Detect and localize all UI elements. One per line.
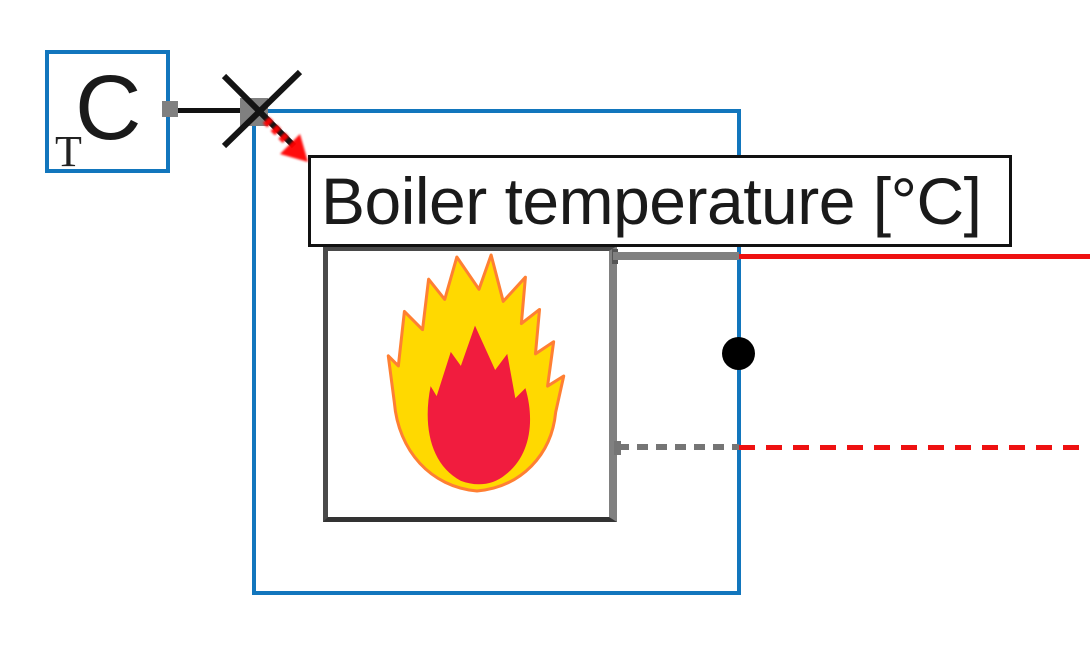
sensor-letter: C: [75, 57, 142, 159]
flame-icon: [386, 253, 566, 493]
connect-arrow-icon: [262, 116, 308, 162]
connection-wire[interactable]: [168, 108, 256, 113]
connection-dot[interactable]: [722, 337, 755, 370]
boiler-temperature-label[interactable]: Boiler temperature [°C]: [308, 155, 1012, 247]
sensor-subscript: T: [55, 127, 82, 176]
temperature-sensor-block[interactable]: T C: [45, 50, 170, 176]
cross-marker-icon[interactable]: [216, 66, 308, 158]
sensor-output-port[interactable]: [162, 101, 178, 117]
boiler-component[interactable]: [323, 246, 617, 522]
boiler-bottom-connector-stub: [614, 441, 621, 455]
status-signal-line-dashed[interactable]: [739, 445, 1090, 450]
boiler-top-connector[interactable]: [613, 252, 739, 260]
boiler-bottom-connector[interactable]: [618, 444, 739, 450]
boiler-temperature-label-text: Boiler temperature [°C]: [321, 164, 982, 238]
temperature-signal-line[interactable]: [739, 254, 1090, 259]
